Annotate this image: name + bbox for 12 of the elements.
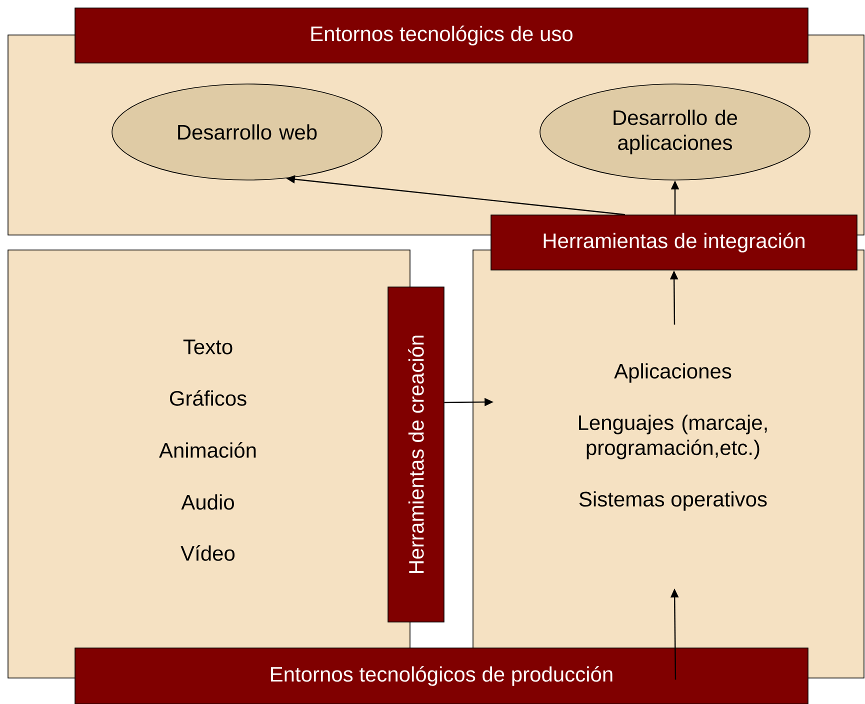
panel-text: Lenguajes (marcaje, programación,etc.) xyxy=(579,414,767,460)
panel-text: Audio xyxy=(181,494,234,510)
panel-text: Texto xyxy=(183,340,232,354)
panel-text: Aplicaciones xyxy=(614,363,732,383)
header-bar: Entornos tecnológics de uso xyxy=(74,8,808,64)
panel-text: Sistemas operativos xyxy=(579,491,767,511)
panel-text: Animación xyxy=(159,442,256,458)
tool-bar: Herramientas de integración xyxy=(490,214,858,270)
tool-bar: Herramientas de creación xyxy=(388,286,444,622)
panel-text: Vídeo xyxy=(180,545,235,561)
tool-bar: Entornos tecnológicos de producción xyxy=(74,648,808,704)
panel-text: Gráficos xyxy=(170,390,246,406)
